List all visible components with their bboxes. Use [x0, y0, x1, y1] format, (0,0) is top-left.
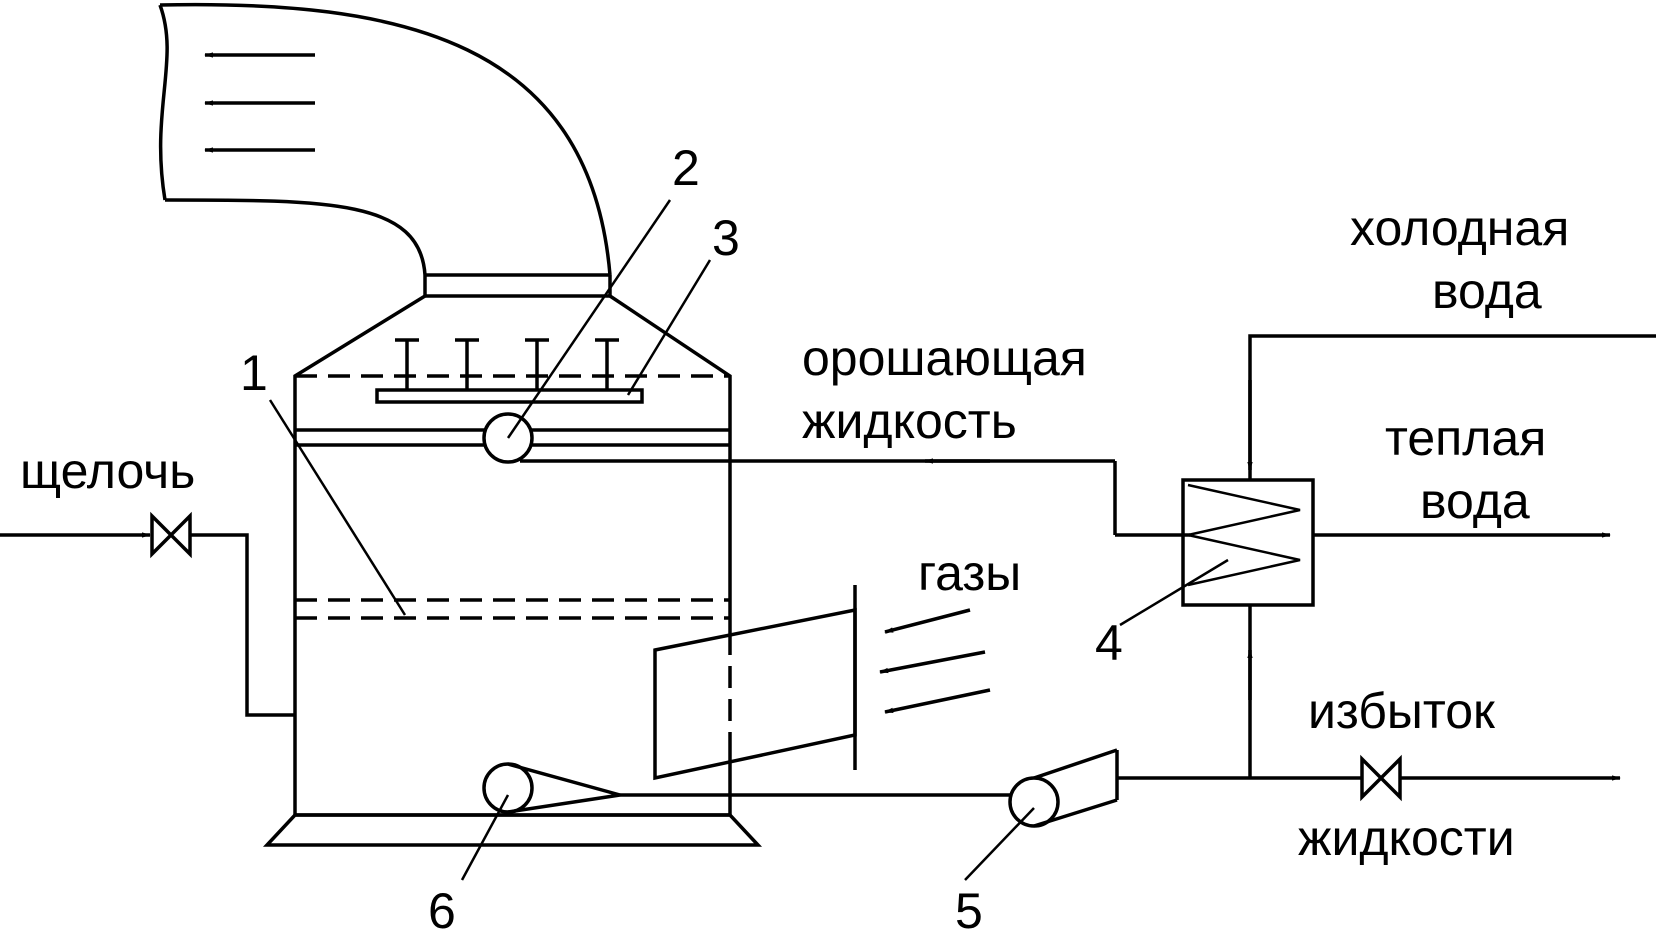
excess-liquid-label-line1: избыток	[1308, 683, 1496, 739]
spray-nozzles	[375, 338, 644, 404]
alkali-feed-line	[0, 511, 295, 717]
warm-water-label-line1: теплая	[1385, 410, 1546, 466]
gases-label: газы	[918, 545, 1021, 601]
callout-4: 4	[1095, 615, 1123, 671]
cold-water-label-line1: холодная	[1350, 200, 1569, 256]
gas-inlet-duct	[653, 585, 991, 781]
liquid-return-lines	[1117, 605, 1621, 802]
callout-1: 1	[240, 345, 268, 401]
exhaust-duct	[158, 2, 612, 298]
callout-6: 6	[428, 883, 456, 934]
callout-3: 3	[712, 210, 740, 266]
irrigating-liquid-label-line2: жидкость	[802, 393, 1017, 449]
irrigating-liquid-label-line1: орошающая	[802, 330, 1087, 386]
callout-5: 5	[955, 883, 983, 934]
excess-liquid-label-line2: жидкости	[1298, 810, 1515, 866]
bottom-drive	[482, 762, 1010, 814]
pump-5	[1008, 748, 1119, 828]
scrubber-body	[262, 294, 763, 847]
heat-exchanger	[1181, 334, 1656, 607]
callout-2: 2	[672, 140, 700, 196]
alkali-label: щелочь	[20, 443, 195, 499]
leader-lines	[268, 199, 1229, 881]
cold-water-label-line2: вода	[1432, 263, 1542, 319]
warm-water-label-line2: вода	[1420, 473, 1530, 529]
exhaust-flow-arrows	[204, 52, 315, 153]
irrigating-liquid-line	[520, 458, 1190, 537]
